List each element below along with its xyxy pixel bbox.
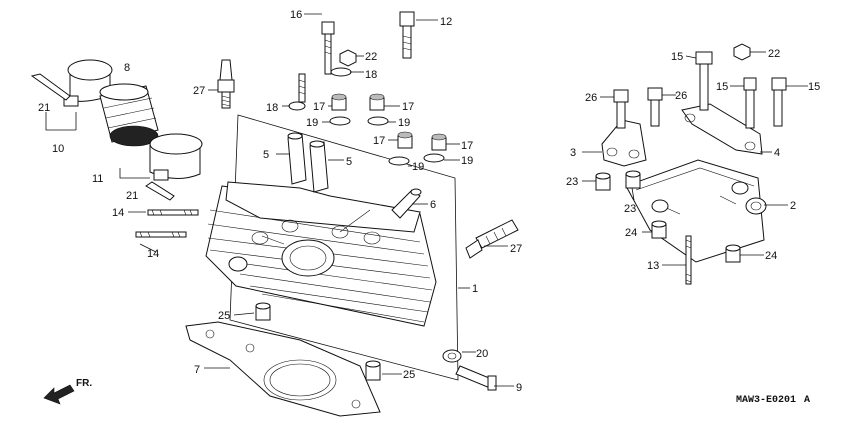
part-callout-4: 4 <box>774 147 780 159</box>
part-callout-16: 16 <box>290 9 302 21</box>
part-callout-22: 22 <box>768 48 780 60</box>
part-callout-19: 19 <box>412 161 424 173</box>
part-callout-5: 5 <box>263 149 269 161</box>
part-callout-3: 3 <box>570 147 576 159</box>
stud-14-parts <box>135 209 199 238</box>
part-callout-25: 25 <box>403 369 415 381</box>
diagram-code: MAW3-E0201 <box>736 395 796 406</box>
front-direction-label: FR. <box>76 378 92 389</box>
part-callout-14: 14 <box>112 207 124 219</box>
part-callout-17: 17 <box>313 101 325 113</box>
part-callout-11: 11 <box>92 173 103 185</box>
rocker-assembly-parts <box>595 43 787 285</box>
valve-guide-parts <box>287 132 422 219</box>
front-direction-indicator: FR. <box>43 378 92 405</box>
spark-plug-parts <box>217 59 519 259</box>
part-callout-15: 15 <box>671 51 683 63</box>
part-callout-10: 10 <box>52 143 64 155</box>
part-callout-15: 15 <box>808 81 820 93</box>
diagram-code-suffix: A <box>804 395 810 406</box>
part-callout-17: 17 <box>373 135 385 147</box>
part-callout-5: 5 <box>346 156 352 168</box>
part-callout-19: 19 <box>461 155 473 167</box>
part-callout-9: 9 <box>516 382 522 394</box>
cylinder-head-part <box>205 114 459 381</box>
leader-lines <box>128 13 808 387</box>
part-callout-24: 24 <box>625 227 637 239</box>
part-callout-14: 14 <box>147 248 159 260</box>
part-callout-20: 20 <box>476 348 488 360</box>
part-callout-2: 2 <box>790 200 796 212</box>
part-callout-12: 12 <box>440 16 452 28</box>
part-callout-17: 17 <box>402 101 414 113</box>
part-callout-26: 26 <box>675 90 687 102</box>
part-callout-7: 7 <box>194 364 200 376</box>
front-arrow-icon <box>43 384 75 405</box>
part-callout-26: 26 <box>585 92 597 104</box>
part-callout-19: 19 <box>398 117 410 129</box>
part-callout-23: 23 <box>566 176 578 188</box>
part-callout-19: 19 <box>306 117 318 129</box>
part-callout-8: 8 <box>124 62 130 74</box>
part-callout-22: 22 <box>365 51 377 63</box>
part-callout-21: 21 <box>38 102 50 114</box>
part-callout-27: 27 <box>510 243 522 255</box>
part-callout-21: 21 <box>126 190 138 202</box>
part-callout-13: 13 <box>647 260 659 272</box>
gasket-dowel-parts <box>185 302 381 417</box>
part-callout-23: 23 <box>624 203 636 215</box>
intake-clamp-parts <box>30 59 203 201</box>
oil-fitting-parts <box>442 349 497 391</box>
part-callout-25: 25 <box>218 310 230 322</box>
part-callout-1: 1 <box>472 283 478 295</box>
part-callout-15: 15 <box>716 81 728 93</box>
part-callout-18: 18 <box>266 102 278 114</box>
part-callout-24: 24 <box>765 250 777 262</box>
part-callout-17: 17 <box>461 140 473 152</box>
stud-bolt-parts <box>288 11 415 111</box>
part-callout-18: 18 <box>365 69 377 81</box>
part-callout-6: 6 <box>430 199 436 211</box>
cap-washer-parts <box>329 93 447 166</box>
part-callout-27: 27 <box>193 85 205 97</box>
